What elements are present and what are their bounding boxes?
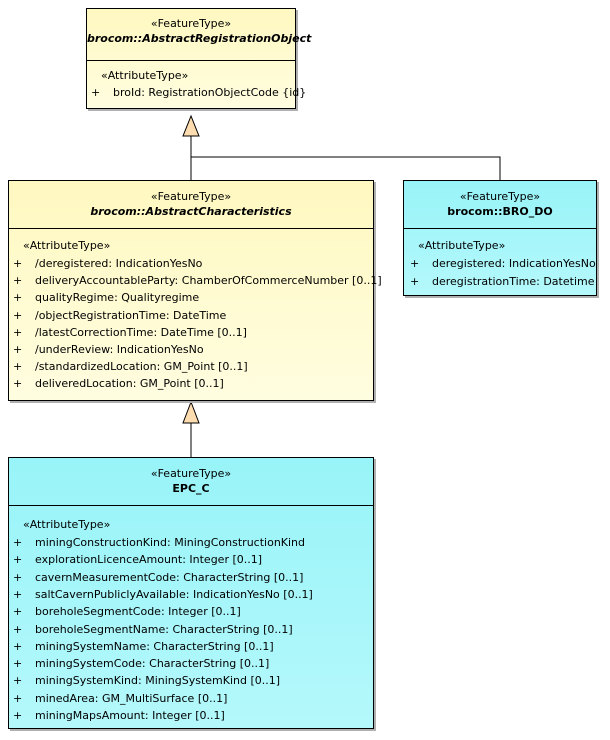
- class-attributes: «AttributeType» + /deregistered: Indicati…: [9, 229, 382, 399]
- visibility-marker: +: [410, 257, 420, 270]
- visibility-marker: +: [13, 622, 23, 636]
- visibility-marker: +: [13, 377, 23, 391]
- class-header: «FeatureType» brocom::AbstractCharacteri…: [9, 181, 373, 229]
- attribute-text: cavernMeasurementCode: CharacterString […: [35, 570, 304, 584]
- visibility-marker: +: [13, 308, 23, 322]
- class-name: brocom::BRO_DO: [447, 205, 553, 218]
- generalization-arrowhead-characteristics: [182, 400, 200, 424]
- visibility-marker: +: [13, 257, 23, 270]
- visibility-marker: +: [91, 86, 101, 99]
- visibility-marker: +: [410, 274, 420, 288]
- visibility-marker: +: [13, 536, 23, 549]
- visibility-marker: +: [13, 691, 23, 705]
- attribute-text: deregistrationTime: Datetime: [432, 274, 595, 288]
- visibility-marker: +: [13, 587, 23, 601]
- class-stereotype: «FeatureType»: [459, 190, 541, 203]
- attribute-text: boreholeSegmentCode: Integer [0..1]: [35, 605, 241, 619]
- visibility-marker: +: [13, 605, 23, 619]
- attribute-text: /standardizedLocation: GM_Point [0..1]: [35, 360, 248, 374]
- class-stereotype: «FeatureType»: [150, 190, 232, 203]
- attribute-text: /deregistered: IndicationYesNo: [35, 257, 203, 270]
- visibility-marker: +: [13, 657, 23, 671]
- class-name: brocom::AbstractCharacteristics: [90, 205, 292, 218]
- class-attributes: «AttributeType» + miningConstructionKind:…: [9, 506, 373, 728]
- visibility-marker: +: [13, 553, 23, 567]
- attribute-text: miningSystemCode: CharacterString [0..1]: [35, 657, 270, 671]
- class-name: EPC_C: [172, 482, 210, 495]
- visibility-marker: +: [13, 639, 23, 653]
- attribute-text: boreholeSegmentName: CharacterString [0.…: [35, 622, 293, 636]
- class-header: «FeatureType» brocom::BRO_DO: [404, 181, 596, 229]
- class-name: brocom::AbstractRegistrationObject: [87, 32, 312, 45]
- attribute-text: miningConstructionKind: MiningConstructi…: [35, 536, 306, 549]
- attribute-text: /objectRegistrationTime: DateTime: [35, 308, 227, 322]
- class-stereotype: «FeatureType»: [150, 17, 232, 30]
- generalization-arrowhead-registration: [182, 114, 200, 137]
- attribute-text: qualityRegime: Qualityregime: [35, 291, 200, 305]
- attribute-stereotype: «AttributeType»: [101, 69, 189, 82]
- attribute-text: /latestCorrectionTime: DateTime [0..1]: [35, 325, 247, 339]
- attribute-text: deliveryAccountableParty: ChamberOfComme…: [35, 274, 382, 288]
- attribute-text: deliveredLocation: GM_Point [0..1]: [35, 377, 224, 391]
- attribute-text: miningSystemKind: MiningSystemKind [0..1…: [35, 674, 281, 688]
- attribute-text: miningSystemName: CharacterString [0..1]: [35, 639, 274, 653]
- class-epc-c[interactable]: «FeatureType» EPC_C «AttributeType» + min…: [8, 457, 374, 729]
- visibility-marker: +: [13, 360, 23, 374]
- visibility-marker: +: [13, 570, 23, 584]
- attribute-text: explorationLicenceAmount: Integer [0..1]: [35, 553, 263, 567]
- attribute-stereotype: «AttributeType»: [418, 239, 506, 252]
- attribute-text: miningMapsAmount: Integer [0..1]: [35, 709, 225, 722]
- attribute-text: broId: RegistrationObjectCode {id}: [113, 86, 307, 99]
- class-attributes: «AttributeType» + deregistered: Indicatio…: [404, 229, 596, 295]
- class-bro-do[interactable]: «FeatureType» brocom::BRO_DO «AttributeT…: [403, 180, 597, 296]
- generalization-line-bro-do: [191, 156, 501, 180]
- visibility-marker: +: [13, 674, 23, 688]
- visibility-marker: +: [13, 709, 23, 722]
- attribute-text: saltCavernPubliclyAvailable: IndicationY…: [35, 587, 313, 601]
- attribute-text: minedArea: GM_MultiSurface [0..1]: [35, 691, 228, 705]
- class-header: «FeatureType» brocom::AbstractRegistrati…: [87, 9, 312, 61]
- attribute-stereotype: «AttributeType»: [23, 239, 111, 252]
- class-abstract-registration-object[interactable]: «FeatureType» brocom::AbstractRegistrati…: [86, 8, 312, 109]
- class-attributes: «AttributeType» + broId: RegistrationObje…: [87, 61, 306, 109]
- visibility-marker: +: [13, 291, 23, 305]
- attribute-text: /underReview: IndicationYesNo: [35, 343, 204, 356]
- class-stereotype: «FeatureType»: [150, 467, 232, 480]
- class-header: «FeatureType» EPC_C: [9, 458, 373, 506]
- visibility-marker: +: [13, 343, 23, 356]
- visibility-marker: +: [13, 325, 23, 339]
- class-abstract-characteristics[interactable]: «FeatureType» brocom::AbstractCharacteri…: [8, 180, 382, 401]
- attribute-stereotype: «AttributeType»: [23, 518, 111, 531]
- visibility-marker: +: [13, 274, 23, 288]
- attribute-text: deregistered: IndicationYesNo: [432, 257, 596, 270]
